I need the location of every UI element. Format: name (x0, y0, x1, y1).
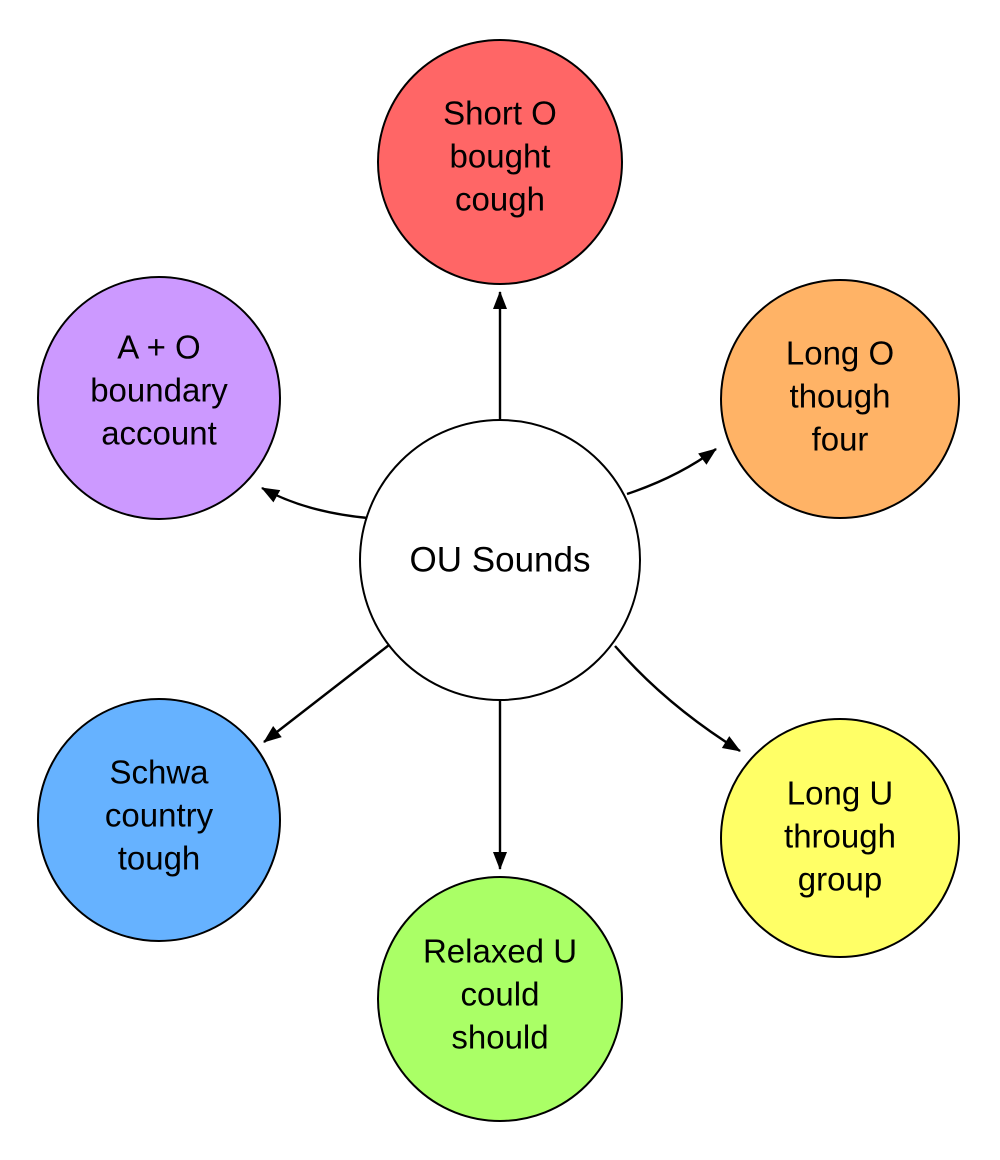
node-circle-relaxed-u[interactable] (377, 876, 623, 1122)
edge-center-to-long-o (626, 448, 717, 496)
node-circle-a-plus-o[interactable] (37, 276, 281, 520)
edge-center-to-a-plus-o (261, 486, 369, 520)
node-circle-short-o[interactable] (377, 39, 623, 285)
node-circle-long-o[interactable] (720, 279, 960, 519)
center-circle-ou-sounds[interactable] (359, 419, 641, 701)
edge-center-to-schwa (263, 644, 390, 743)
edge-center-to-long-u (614, 645, 741, 753)
node-circle-schwa[interactable] (37, 698, 281, 942)
node-circle-long-u[interactable] (720, 718, 960, 958)
